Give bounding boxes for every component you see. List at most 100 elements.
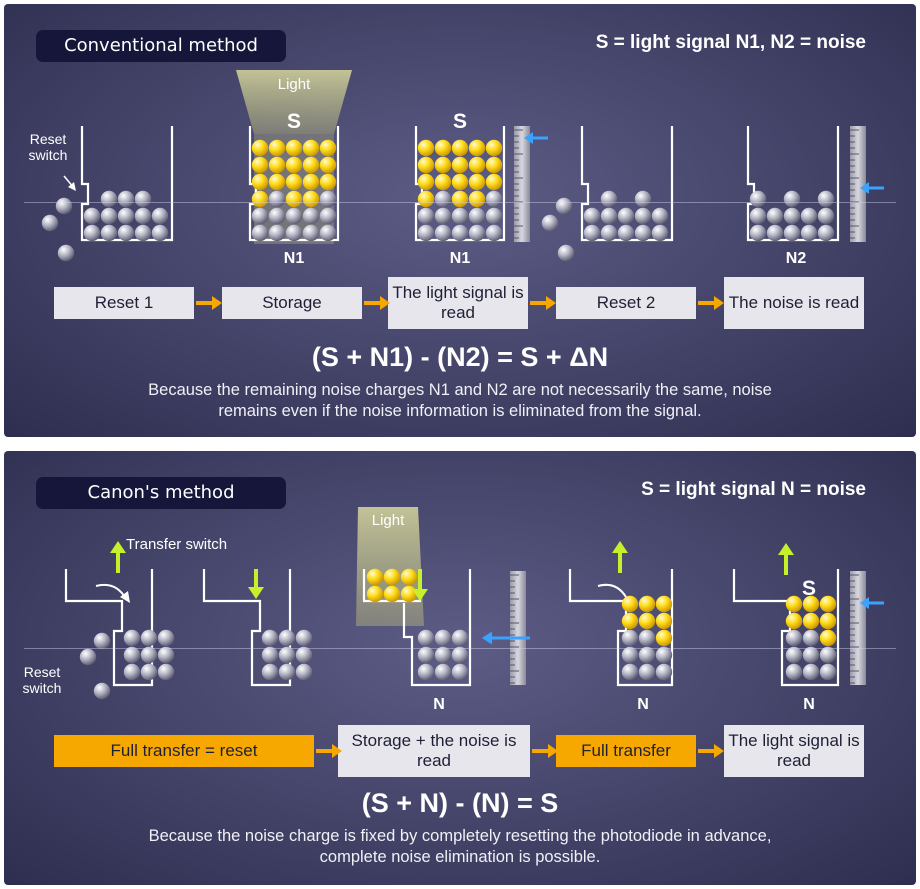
noise-charge <box>278 629 296 647</box>
noise-charge <box>468 224 486 242</box>
noise-charge <box>417 646 435 664</box>
signal-charge <box>485 173 503 191</box>
noise-charge <box>451 663 469 681</box>
noise-charge <box>638 629 656 647</box>
noise-charge <box>261 629 279 647</box>
signal-charge <box>451 139 469 157</box>
noise-charge <box>485 190 503 208</box>
signal-charge <box>621 595 639 613</box>
noise-charge <box>278 663 296 681</box>
flow-arrow-icon <box>698 744 724 758</box>
noise-charge <box>617 207 635 225</box>
noise-charge <box>785 663 803 681</box>
step-box: The light signal is read <box>388 277 528 329</box>
signal-charge <box>655 629 673 647</box>
signal-charge <box>251 173 269 191</box>
signal-charge <box>319 156 337 174</box>
signal-charge <box>468 173 486 191</box>
noise-charge <box>151 224 169 242</box>
signal-label: S <box>286 110 301 133</box>
light-label: Light <box>371 512 405 529</box>
noise-label: N <box>637 696 649 713</box>
signal-charge <box>819 595 837 613</box>
noise-charge <box>766 224 784 242</box>
noise-charge <box>600 224 618 242</box>
method-tag: Canon's method <box>36 477 286 509</box>
noise-charge <box>621 646 639 664</box>
signal-charge <box>285 139 303 157</box>
transfer-arrow-icon <box>618 551 622 573</box>
noise-charge <box>583 207 601 225</box>
flow-arrow-icon <box>316 744 342 758</box>
noise-charge <box>157 629 175 647</box>
noise-charge <box>785 646 803 664</box>
noise-charge <box>451 646 469 664</box>
noise-charge <box>785 629 803 647</box>
signal-charge <box>302 139 320 157</box>
signal-charge <box>417 190 435 208</box>
flow-arrow-icon <box>196 296 222 310</box>
noise-charge <box>83 207 101 225</box>
signal-charge <box>400 568 418 586</box>
signal-charge <box>451 190 469 208</box>
step-box: Full transfer <box>556 735 696 767</box>
noise-charge <box>817 224 835 242</box>
well-wall <box>414 126 506 242</box>
noise-charge <box>651 207 669 225</box>
noise-charge <box>638 663 656 681</box>
flow-arrow-icon <box>698 296 724 310</box>
light-label: Light <box>277 76 311 93</box>
noise-charge <box>302 207 320 225</box>
method-tag: Conventional method <box>36 30 286 62</box>
noise-charge <box>417 629 435 647</box>
signal-label: S <box>452 110 467 133</box>
noise-charge <box>485 224 503 242</box>
signal-charge <box>302 173 320 191</box>
noise-charge <box>800 207 818 225</box>
signal-label: S <box>801 577 816 600</box>
signal-charge <box>819 629 837 647</box>
noise-charge <box>557 244 575 262</box>
conventional-method-panel: Conventional method S = light signal N1,… <box>4 4 916 437</box>
flow-arrow-icon <box>364 296 390 310</box>
signal-charge <box>302 156 320 174</box>
noise-charge <box>140 646 158 664</box>
noise-charge <box>140 629 158 647</box>
noise-label: N2 <box>785 250 807 267</box>
noise-charge <box>617 224 635 242</box>
noise-charge <box>600 190 618 208</box>
signal-charge <box>251 156 269 174</box>
noise-charge <box>83 224 101 242</box>
noise-charge <box>319 224 337 242</box>
transfer-arrow-icon <box>612 541 628 553</box>
noise-charge <box>434 224 452 242</box>
noise-charge <box>434 646 452 664</box>
noise-charge <box>783 207 801 225</box>
noise-charge <box>749 207 767 225</box>
read-arrow-icon <box>524 132 533 144</box>
well-wall <box>402 569 472 687</box>
signal-charge <box>383 585 401 603</box>
signal-charge <box>638 612 656 630</box>
signal-charge <box>451 173 469 191</box>
noise-charge <box>134 190 152 208</box>
noise-charge <box>434 629 452 647</box>
well-wall <box>202 569 292 687</box>
transfer-arrow-icon <box>116 551 120 573</box>
noise-charge <box>295 646 313 664</box>
signal-charge <box>417 156 435 174</box>
noise-charge <box>555 197 573 215</box>
noise-charge <box>157 646 175 664</box>
well-wall <box>568 569 674 687</box>
signal-charge <box>655 612 673 630</box>
noise-label: N1 <box>283 250 305 267</box>
signal-charge <box>655 595 673 613</box>
noise-charge <box>319 207 337 225</box>
legend: S = light signal N = noise <box>641 479 866 500</box>
noise-charge <box>651 224 669 242</box>
noise-charge <box>302 224 320 242</box>
signal-charge <box>285 173 303 191</box>
noise-charge <box>251 224 269 242</box>
well-wall <box>64 569 154 687</box>
